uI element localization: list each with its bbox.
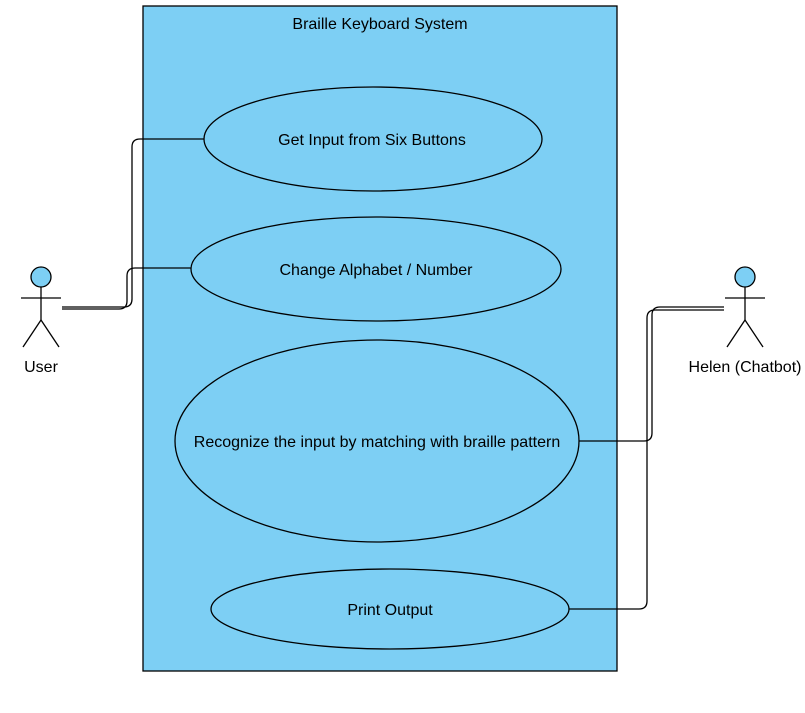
associations — [62, 138, 724, 610]
use-case-change-mode-shape — [190, 216, 562, 322]
use-case-recognize[interactable]: Recognize the input by matching with bra… — [174, 339, 580, 543]
actor-helen-label: Helen (Chatbot) — [689, 359, 802, 376]
system-title: Braille Keyboard System — [292, 16, 467, 33]
association-helen-print-output — [568, 309, 724, 610]
use-case-change-mode[interactable]: Change Alphabet / Number — [190, 216, 562, 322]
use-case-print-output-label: Print Output — [347, 602, 433, 619]
actor-helen[interactable]: Helen (Chatbot) — [689, 266, 802, 376]
use-case-change-mode-label: Change Alphabet / Number — [279, 262, 473, 279]
use-case-recognize-label: Recognize the input by matching with bra… — [194, 434, 560, 451]
use-case-get-input-shape — [203, 86, 543, 192]
use-case-print-output-shape — [210, 568, 570, 650]
association-user-change-mode — [62, 267, 192, 310]
actor-user-label: User — [24, 359, 58, 376]
association-user-get-input — [62, 138, 205, 308]
use-case-recognize-shape — [174, 339, 580, 543]
actor-user[interactable]: User — [21, 266, 61, 376]
use-case-print-output[interactable]: Print Output — [210, 568, 570, 650]
use-case-get-input[interactable]: Get Input from Six Buttons — [203, 86, 543, 192]
actor-helen-icon — [725, 266, 765, 348]
actor-user-icon — [21, 266, 61, 348]
use-case-get-input-label: Get Input from Six Buttons — [278, 132, 466, 149]
